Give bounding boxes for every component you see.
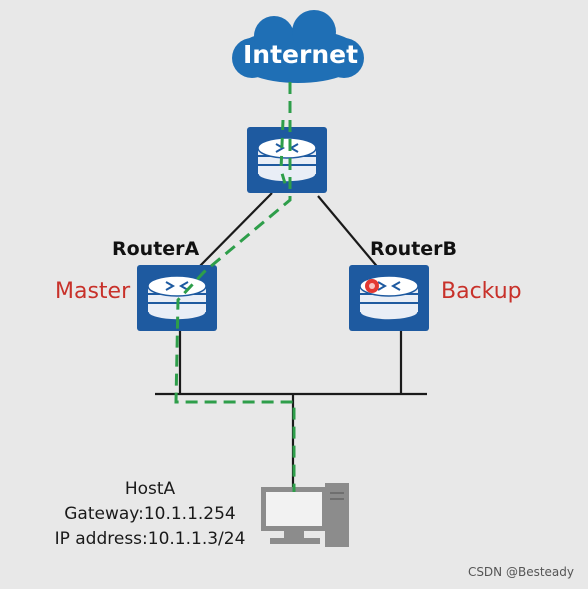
host-ip-address: IP address:10.1.1.3/24 <box>54 529 246 549</box>
desktop-computer-icon <box>261 483 349 547</box>
link-core-router-b <box>317 195 381 271</box>
active-path <box>174 82 296 492</box>
router-b-icon <box>348 264 430 332</box>
core-router-icon <box>246 126 328 194</box>
cloud-icon <box>232 10 364 83</box>
host-name: HostA <box>124 479 176 499</box>
host-gateway: Gateway:10.1.1.254 <box>64 504 236 524</box>
active-path-secondary <box>279 119 289 191</box>
link-core-router-a <box>195 192 273 271</box>
router-a-name: RouterA <box>112 238 200 260</box>
internet-label: Internet <box>243 40 359 69</box>
router-b-name: RouterB <box>370 238 458 260</box>
router-a-role: Master <box>55 279 131 304</box>
watermark: CSDN @Besteady <box>467 565 574 579</box>
router-b-role: Backup <box>441 279 522 304</box>
